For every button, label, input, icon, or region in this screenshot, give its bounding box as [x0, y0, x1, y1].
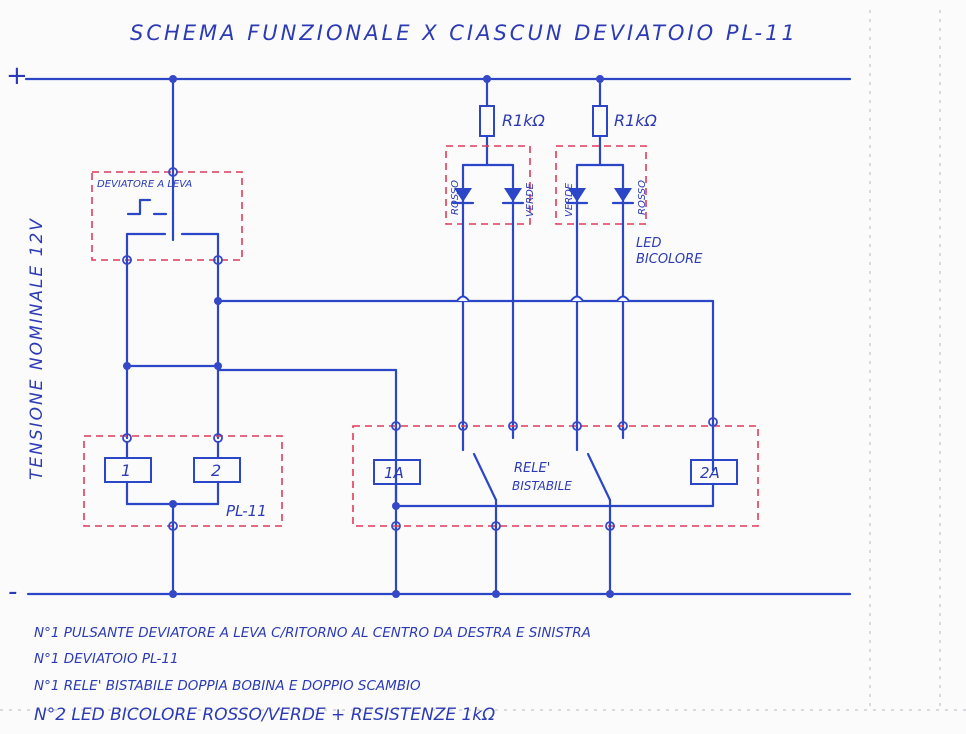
led-left-box — [445, 145, 531, 225]
relay-label-line1: RELE' — [514, 461, 550, 476]
relay-label-line2: BISTABILE — [512, 479, 572, 493]
relay-coil-1a-label: 1A — [384, 464, 404, 482]
led-right-red-diode — [614, 188, 632, 202]
pl11-button-2-label: 2 — [211, 461, 221, 480]
note-4: N°2 LED BICOLORE ROSSO/VERDE + RESISTENZ… — [34, 705, 495, 725]
pl11-label: PL-11 — [226, 502, 267, 520]
led-right-color-a: VERDE — [564, 182, 575, 217]
lever-actuator — [126, 198, 152, 216]
led-left-red-diode — [454, 188, 472, 202]
lever-switch-box — [91, 171, 243, 261]
led-caption-line2: BICOLORE — [636, 252, 703, 267]
paper-grid — [0, 10, 966, 711]
relay-contact-2 — [586, 452, 612, 502]
note-2: N°1 DEVIATOIO PL-11 — [34, 651, 179, 667]
led-right-color-b: ROSSO — [637, 180, 648, 215]
wire-crossings — [456, 295, 630, 302]
lever-switch-label: DEVIATORE A LEVA — [97, 179, 192, 190]
voltage-label: TENSIONE NOMINALE 12V — [27, 217, 47, 480]
led-left-color-a: ROSSO — [450, 180, 461, 215]
resistor-right-label: R1kΩ — [614, 111, 658, 130]
note-1: N°1 PULSANTE DEVIATORE A LEVA C/RITORNO … — [34, 625, 591, 641]
pl11-box — [83, 435, 283, 527]
note-3: N°1 RELE' BISTABILE DOPPIA BOBINA E DOPP… — [34, 678, 421, 694]
relay-contact-1 — [472, 452, 498, 502]
plus-rail-label: + — [6, 61, 28, 91]
diagram-title: SCHEMA FUNZIONALE X CIASCUN DEVIATOIO PL… — [130, 21, 798, 45]
resistor-right — [592, 105, 608, 137]
minus-rail-label: - — [8, 577, 17, 607]
resistor-left — [479, 105, 495, 137]
relay-box — [352, 425, 759, 527]
led-left-green-diode — [504, 188, 522, 202]
led-caption-line1: LED — [636, 236, 661, 251]
pl11-button-1-label: 1 — [121, 461, 131, 480]
relay-coil-2a-label: 2A — [700, 464, 720, 482]
led-right-green-diode — [568, 188, 586, 202]
resistor-left-label: R1kΩ — [502, 111, 546, 130]
led-left-color-b: VERDE — [525, 182, 536, 217]
